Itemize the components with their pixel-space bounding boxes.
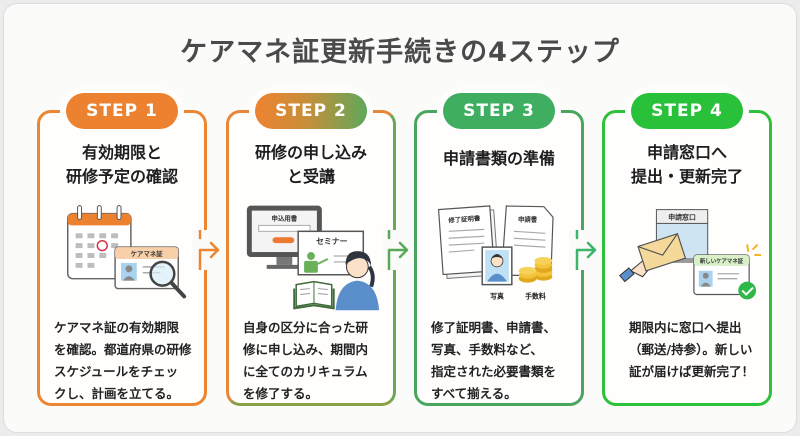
step-title: 申請窓口へ 提出・更新完了 [605, 141, 769, 189]
infographic-frame: ケアマネ証更新手続きの4ステップ STEP 1 有効期限と 研修予定の確認 [3, 3, 797, 433]
step-card-4: STEP 4 申請窓口へ 提出・更新完了 申請窓口 [602, 93, 772, 406]
desc-line: 修了証明書、申請書、 [431, 320, 557, 335]
arrow-right-icon [192, 228, 228, 272]
step-title: 研修の申し込み と受講 [229, 141, 393, 189]
step-description: ケアマネ証の有効期限 を確認。都道府県の研修 スケジュールをチェッ クし、計画を… [54, 317, 194, 405]
desc-line: クし、計画を立てる。 [54, 386, 180, 401]
svg-text:申請書: 申請書 [518, 214, 538, 223]
desc-line: すべて揃える。 [431, 386, 517, 401]
step-illustration: 申請窓口 新しいケアマネ証 [613, 201, 762, 311]
sparkle-icon [746, 244, 762, 256]
step-description: 修了証明書、申請書、 写真、手数料など、 指定された必要書類を すべて揃える。 [431, 317, 571, 405]
svg-text:新しいケアマネ証: 新しいケアマネ証 [700, 257, 744, 265]
desc-line: 期限内に窓口へ提出 [629, 320, 742, 335]
step-badge: STEP 3 [443, 93, 555, 129]
svg-text:写真: 写真 [490, 291, 504, 300]
svg-text:修了証明書: 修了証明書 [447, 213, 481, 224]
coins-icon: 手数料 [518, 256, 553, 300]
svg-text:申込用書: 申込用書 [272, 213, 298, 222]
step-title-line: 申請窓口へ [646, 143, 727, 162]
desc-line: 自身の区分に合った研 [243, 320, 369, 335]
svg-text:セミナー: セミナー [316, 237, 348, 246]
desc-line: を修了する。 [243, 386, 319, 401]
magnifier-icon [149, 260, 187, 299]
step-title-line: と受講 [286, 167, 335, 186]
envelope-icon [637, 232, 687, 272]
desc-line: を確認。都道府県の研修 [54, 342, 192, 357]
step-title: 申請書類の準備 [417, 147, 581, 171]
check-icon [738, 281, 757, 300]
desc-line: （郵送/持参）。新しい [629, 342, 753, 357]
step-title: 有効期限と 研修予定の確認 [40, 141, 204, 189]
desc-line: 写真、手数料など、 [431, 342, 543, 357]
step-card-3: STEP 3 申請書類の準備 修了証明書 申請書 [414, 93, 584, 406]
step-description: 自身の区分に合った研 修に申し込み、期間内 に全てのカリキュラム を修了する。 [243, 317, 383, 405]
step-badge: STEP 2 [255, 93, 367, 129]
step-title-line: 提出・更新完了 [630, 167, 743, 186]
step-card-2: STEP 2 研修の申し込み と受講 申込用書 セミナー [226, 93, 396, 406]
desc-line: 証が届けば更新完了！ [629, 364, 755, 379]
step-title-line: 申請書類の準備 [442, 149, 555, 168]
step-badge: STEP 4 [631, 93, 743, 129]
new-card-icon: 新しいケアマネ証 [693, 254, 750, 296]
svg-text:手数料: 手数料 [525, 291, 546, 300]
step-card-1: STEP 1 有効期限と 研修予定の確認 [37, 93, 207, 406]
arrow-right-icon [569, 228, 605, 272]
photo-icon: 写真 [481, 246, 513, 300]
step-badge: STEP 1 [66, 93, 178, 129]
step-description: 期限内に窓口へ提出 （郵送/持参）。新しい 証が届けば更新完了！ [629, 317, 759, 383]
page-title: ケアマネ証更新手続きの4ステップ [180, 37, 620, 68]
student-icon [335, 251, 380, 311]
arrow-right-icon [381, 228, 417, 272]
svg-text:申請窓口: 申請窓口 [668, 212, 696, 221]
desc-line: 修に申し込み、期間内 [243, 342, 369, 357]
svg-text:ケアマネ証: ケアマネ証 [131, 249, 164, 258]
desc-line: スケジュールをチェッ [54, 364, 179, 379]
book-icon [293, 280, 335, 310]
step-title-line: 研修の申し込み [254, 143, 367, 162]
desc-line: 指定された必要書類を [431, 364, 557, 379]
desc-line: ケアマネ証の有効期限 [54, 320, 180, 335]
calendar-icon [66, 205, 132, 280]
step-illustration: 申込用書 セミナー [237, 201, 385, 311]
desc-line: に全てのカリキュラム [243, 364, 368, 379]
step-illustration: 修了証明書 申請書 写真 [425, 201, 573, 311]
step-illustration: ケアマネ証 [48, 201, 196, 311]
step-title-line: 有効期限と [81, 143, 162, 162]
step-title-line: 研修予定の確認 [65, 167, 178, 186]
